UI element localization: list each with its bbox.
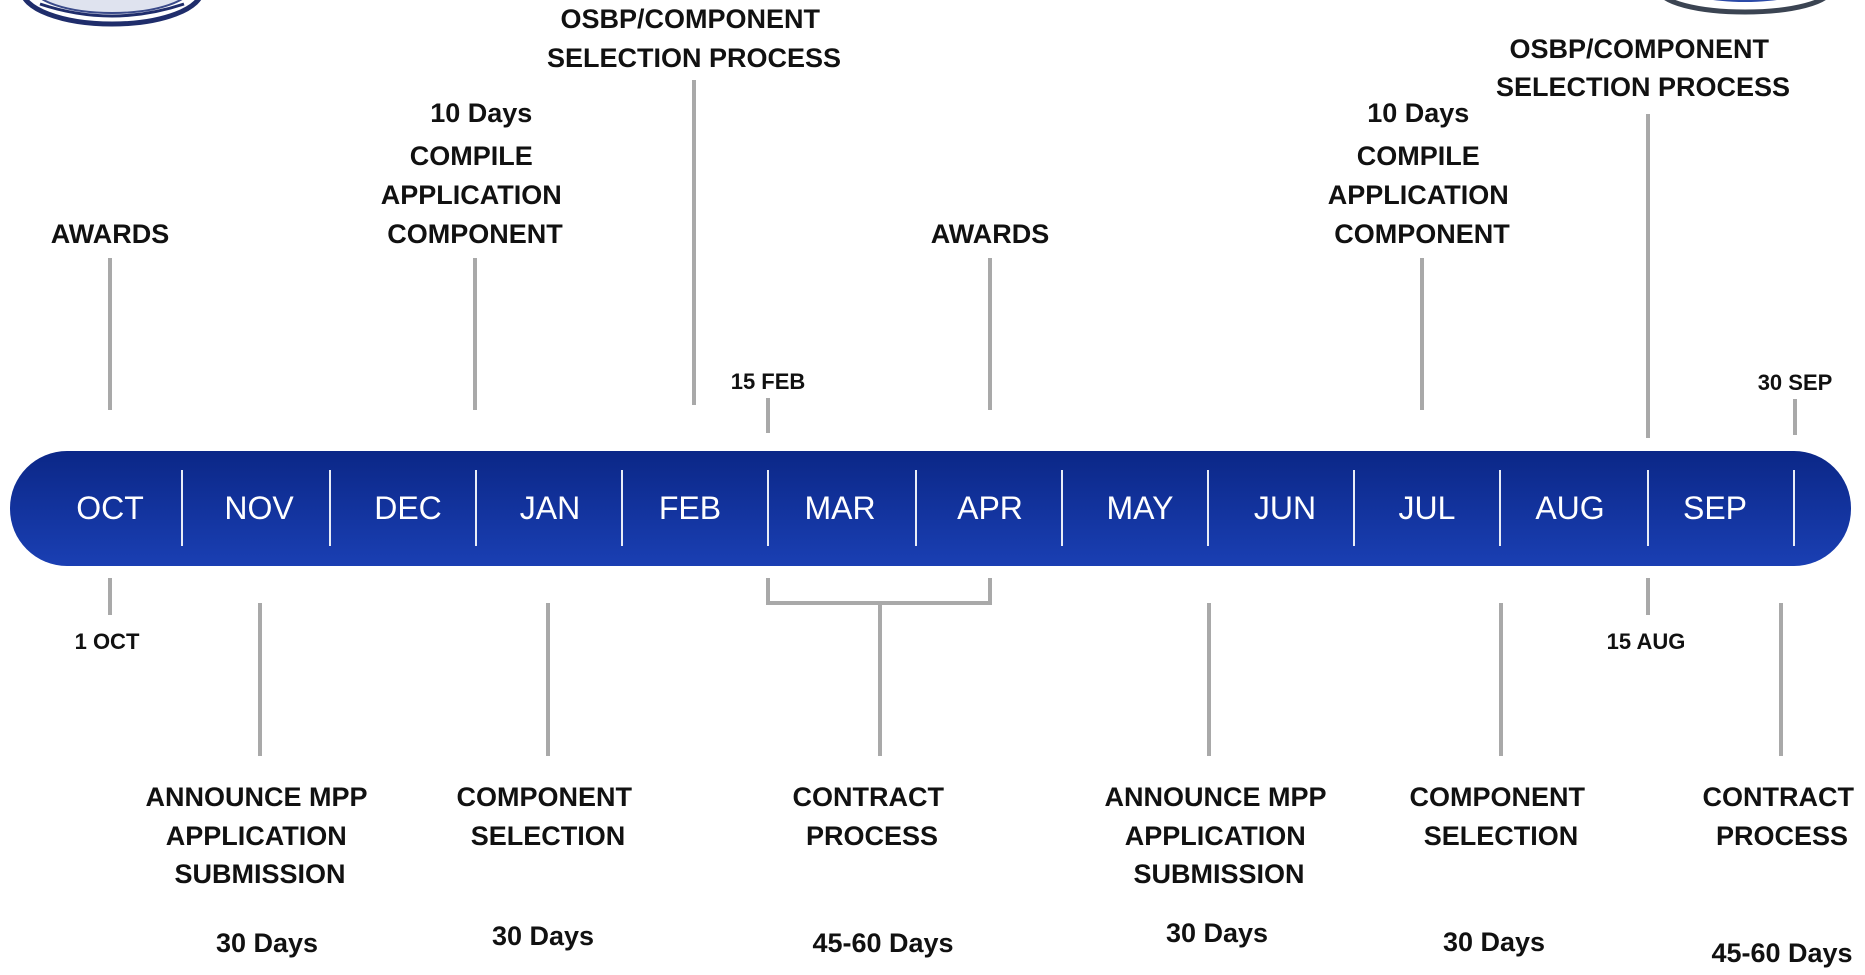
month-label-mar: MAR: [804, 490, 875, 526]
label-30sep: 30 SEP: [1758, 370, 1833, 395]
label-selection-jan: COMPONENT SELECTION: [456, 782, 639, 851]
label-selection-aug: COMPONENT SELECTION: [1409, 782, 1592, 851]
label-compile-dec: 10 Days COMPILE APPLICATION COMPONENT: [381, 98, 570, 249]
month-label-jul: JUL: [1399, 490, 1456, 526]
month-label-feb: FEB: [659, 490, 721, 526]
duration-selection-aug: 30 Days: [1443, 927, 1545, 957]
label-compile-jul: 10 Days COMPILE APPLICATION COMPONENT: [1328, 98, 1517, 249]
label-15aug: 15 AUG: [1607, 629, 1686, 654]
label-announce-may: ANNOUNCE MPP APPLICATION SUBMISSION: [1104, 782, 1333, 889]
label-osbp-aug: OSBP/COMPONENT SELECTION PROCESS: [1496, 34, 1790, 102]
month-label-jun: JUN: [1254, 490, 1316, 526]
month-label-oct: OCT: [76, 490, 144, 526]
label-awards-oct: AWARDS: [51, 219, 170, 249]
contract-bracket-mar-apr: [766, 578, 992, 605]
duration-contract-mar: 45-60 Days: [812, 928, 953, 958]
month-label-nov: NOV: [224, 490, 294, 526]
label-osbp-feb: OSBP/COMPONENT SELECTION PROCESS: [547, 4, 841, 73]
label-awards-apr: AWARDS: [931, 219, 1050, 249]
duration-contract-sep: 45-60 Days: [1711, 938, 1852, 968]
month-labels: OCT NOV DEC JAN FEB MAR APR MAY JUN JUL AUG SEP: [76, 490, 1747, 526]
label-1oct: 1 OCT: [75, 629, 140, 654]
month-bar: [10, 451, 1851, 566]
month-separators: [181, 470, 1795, 546]
month-label-jan: JAN: [520, 490, 580, 526]
left-seal-logo: [22, 0, 202, 27]
label-contract-sep: CONTRACT PROCESS: [1703, 782, 1862, 851]
month-label-apr: APR: [957, 490, 1023, 526]
month-label-dec: DEC: [374, 490, 442, 526]
label-announce-nov: ANNOUNCE MPP APPLICATION SUBMISSION: [145, 782, 374, 889]
month-label-may: MAY: [1107, 490, 1174, 526]
month-label-aug: AUG: [1535, 490, 1604, 526]
month-label-sep: SEP: [1683, 490, 1747, 526]
bottom-connectors: [108, 578, 1783, 756]
duration-selection-jan: 30 Days: [492, 921, 594, 951]
duration-announce-nov: 30 Days: [216, 928, 318, 958]
right-seal-logo: [1664, 0, 1826, 15]
label-contract-mar: CONTRACT PROCESS: [793, 782, 952, 851]
label-15feb: 15 FEB: [731, 369, 806, 394]
duration-announce-may: 30 Days: [1166, 918, 1268, 948]
top-connectors: [108, 80, 1797, 438]
